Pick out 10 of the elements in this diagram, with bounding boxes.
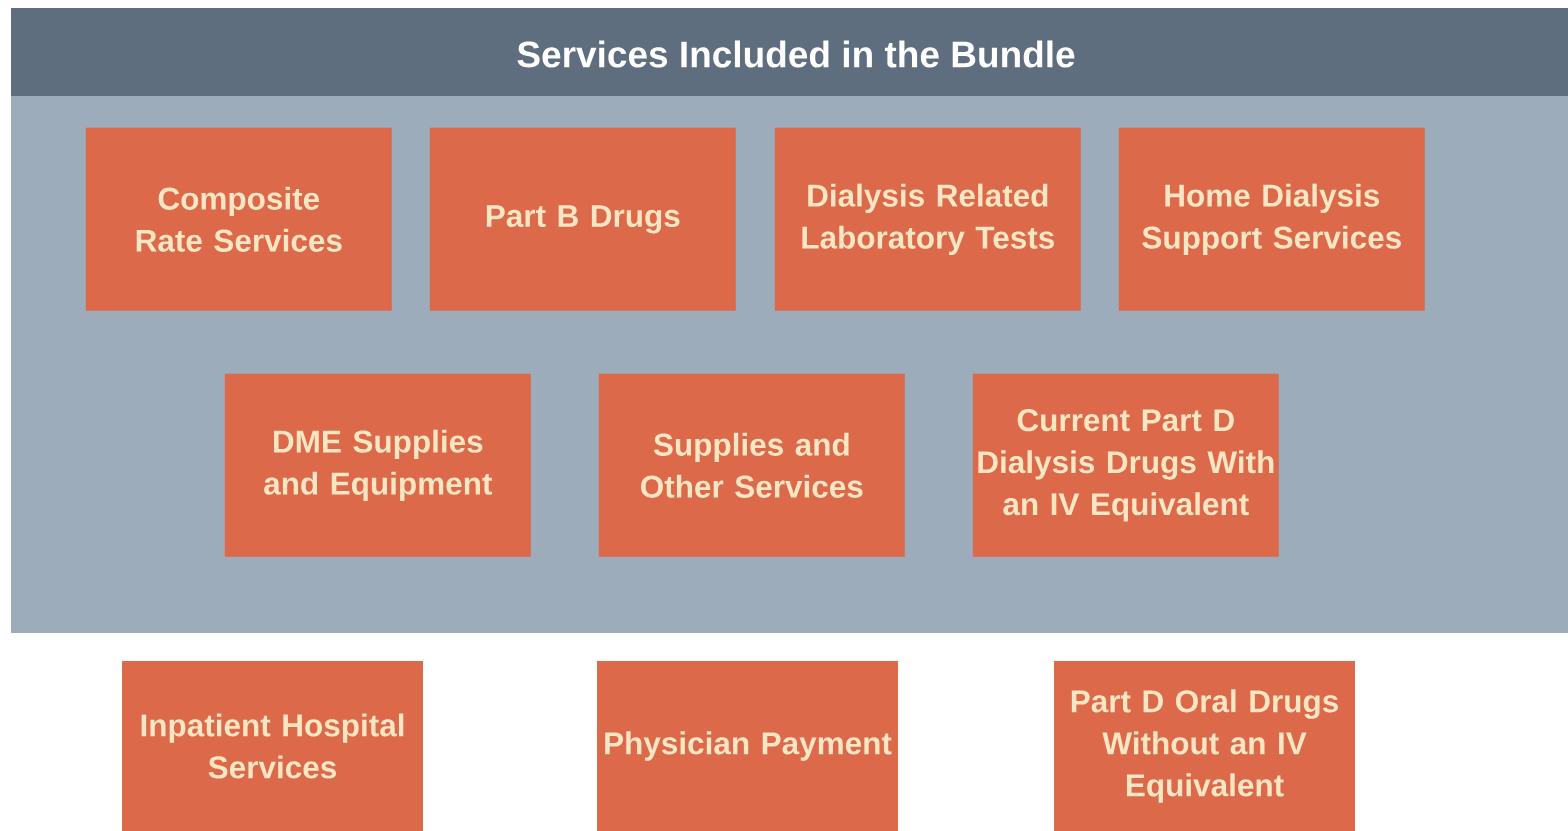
service-box: Inpatient Hospital Services <box>122 661 423 831</box>
service-box: Part B Drugs <box>429 127 736 311</box>
service-box: Home Dialysis Support Services <box>1118 127 1425 311</box>
service-box: DME Supplies and Equipment <box>224 373 531 557</box>
service-box: Supplies and Other Services <box>598 373 905 557</box>
service-box: Composite Rate Services <box>85 127 392 311</box>
service-box: Physician Payment <box>597 661 898 831</box>
service-box: Part D Oral Drugs Without an IV Equivalent <box>1054 661 1355 831</box>
service-box: Dialysis Related Laboratory Tests <box>774 127 1081 311</box>
service-box: Current Part D Dialysis Drugs With an IV Equivalent <box>972 373 1279 557</box>
